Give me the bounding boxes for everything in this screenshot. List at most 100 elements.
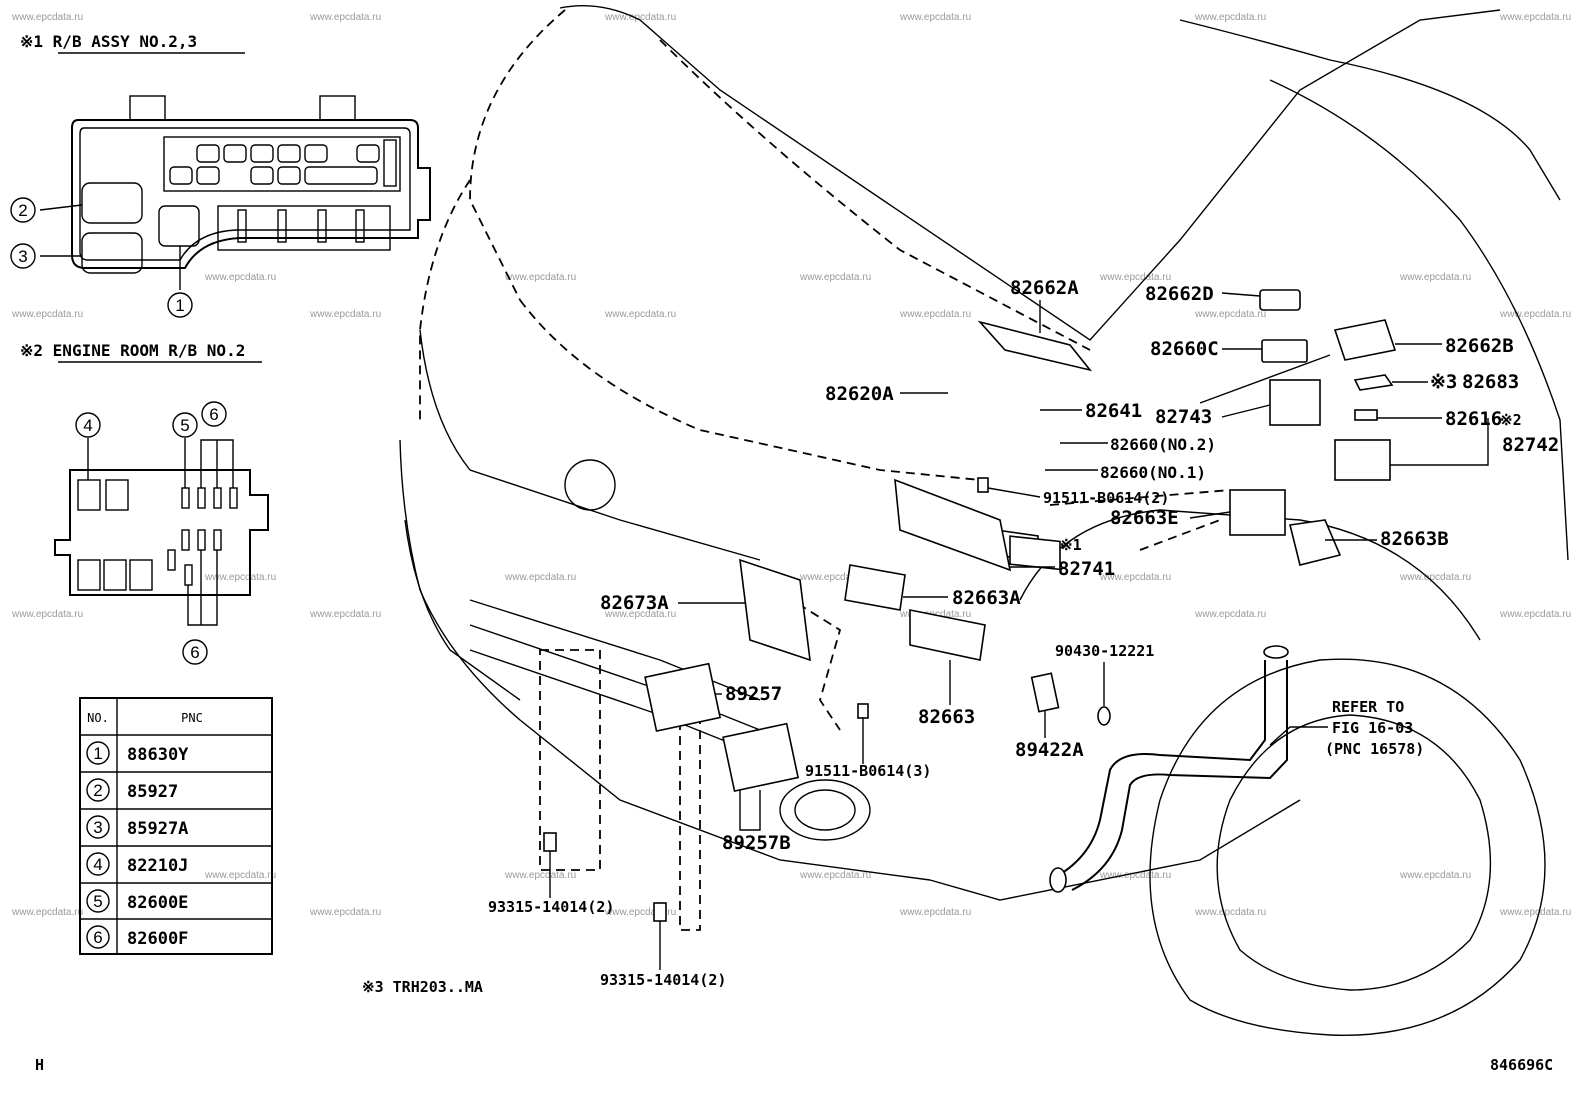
callout-circle-6-top <box>201 401 227 427</box>
grille-bar-1 <box>469 599 761 701</box>
part-82663A-housing <box>844 564 906 611</box>
callout-4: 4 <box>83 416 92 435</box>
label-82663A: 82663A <box>952 587 1021 609</box>
part-91511-bolt-b <box>857 703 869 719</box>
part-shapes <box>543 289 1397 922</box>
label-82620A: 82620A <box>825 383 894 405</box>
part-93315-bolt-a <box>543 832 557 852</box>
part-89422A-sensor <box>1030 672 1060 713</box>
watermark: www.epcdata.ru <box>604 907 676 918</box>
label-82660C: 82660C <box>1150 338 1219 360</box>
watermark: www.epcdata.ru <box>504 572 576 583</box>
table-header-pnc: PNC <box>181 711 203 725</box>
label-82662D: 82662D <box>1145 283 1214 305</box>
watermark: www.epcdata.ru <box>11 12 83 23</box>
wheel-rim <box>1216 714 1492 991</box>
callout-2: 2 <box>18 201 27 220</box>
table-row-pnc: 85927 <box>127 782 178 802</box>
label-82660-no2: 82660(NO.2) <box>1110 435 1216 454</box>
watermark: www.epcdata.ru <box>1399 572 1471 583</box>
part-82662D-cap <box>1259 289 1301 311</box>
bumper-edge <box>399 439 931 881</box>
watermark: www.epcdata.ru <box>1399 272 1471 283</box>
part-82616-fuse <box>1354 409 1378 421</box>
table-row-no: 6 <box>93 928 102 947</box>
watermark: www.epcdata.ru <box>1499 12 1571 23</box>
relay-2 <box>81 182 143 224</box>
part-89257B-module <box>722 722 800 792</box>
callout-circle-3 <box>10 243 36 269</box>
part-91511-bolt-a <box>977 477 989 493</box>
table-header-no: NO. <box>87 711 109 725</box>
callout-circle-6-bottom <box>182 639 208 665</box>
fuse-block <box>163 136 401 192</box>
part-82741-bracket <box>894 478 1012 572</box>
inset-rb-assy: ※1 R/B ASSY NO.2,3 <box>10 32 431 318</box>
watermarks: www.epcdata.ru www.epcdata.ru www.epcdat… <box>11 12 1571 918</box>
label-82663B: 82663B <box>1380 528 1449 550</box>
watermark: www.epcdata.ru <box>799 272 871 283</box>
watermark: www.epcdata.ru <box>11 609 83 620</box>
watermark: www.epcdata.ru <box>1194 12 1266 23</box>
watermark: www.epcdata.ru <box>1499 309 1571 320</box>
table-row-pnc: 88630Y <box>127 745 189 765</box>
watermark: www.epcdata.ru <box>1399 870 1471 881</box>
label-93315-a: 93315-14014(2) <box>488 898 614 916</box>
engine-rb-relay-d <box>103 559 127 591</box>
label-82741: 82741 <box>1058 558 1115 580</box>
table-border <box>79 697 273 955</box>
engine-rb-relay-e <box>129 559 153 591</box>
rb-phantom-lines <box>1049 489 1231 551</box>
watermark: www.epcdata.ru <box>799 572 871 583</box>
watermark: www.epcdata.ru <box>1099 870 1171 881</box>
callout-3: 3 <box>18 247 27 266</box>
table-row-no: 4 <box>93 855 102 874</box>
watermark: www.epcdata.ru <box>1099 272 1171 283</box>
label-82663: 82663 <box>918 706 975 728</box>
callout-6-top: 6 <box>209 405 218 424</box>
watermark: www.epcdata.ru <box>309 12 381 23</box>
table-row-pnc: 85927A <box>127 819 188 839</box>
label-82663E: 82663E <box>1110 507 1179 529</box>
label-82616: 82616 <box>1445 408 1502 430</box>
relay-box-inner <box>79 127 411 261</box>
part-82663-housing <box>909 609 986 661</box>
relay-1 <box>158 205 200 247</box>
a-pillar <box>1269 79 1569 561</box>
fender-left <box>419 179 471 420</box>
part-90430-gasket <box>1097 706 1111 726</box>
watermark: www.epcdata.ru <box>1499 609 1571 620</box>
label-82743: 82743 <box>1155 406 1212 428</box>
label-89257: 89257 <box>725 683 782 705</box>
hood-front-line <box>519 299 981 481</box>
label-82683-mark: ※3 <box>1430 371 1457 393</box>
front-upper <box>419 329 761 561</box>
bracket-phantom-left <box>539 649 601 871</box>
watermark: www.epcdata.ru <box>899 907 971 918</box>
callout-circle-2 <box>10 197 36 223</box>
hose-main <box>1049 660 1266 881</box>
watermark: www.epcdata.ru <box>1194 309 1266 320</box>
label-82741-mark: ※1 <box>1060 536 1082 554</box>
fog-lamp <box>779 779 871 841</box>
label-93315-b: 93315-14014(2) <box>600 971 726 989</box>
label-refer-pnc: (PNC 16578) <box>1325 740 1424 758</box>
fuse-row <box>217 205 391 251</box>
hose-main-outer <box>1071 660 1288 891</box>
bumper-lower <box>929 799 1301 901</box>
watermark: www.epcdata.ru <box>309 907 381 918</box>
part-82673A-bracket <box>739 558 811 662</box>
part-82662A-cover <box>977 320 1093 372</box>
part-93315-bolt-b <box>653 902 667 922</box>
part-89257-module <box>644 662 722 732</box>
watermark: www.epcdata.ru <box>604 609 676 620</box>
callout-1: 1 <box>175 296 184 315</box>
watermark: www.epcdata.ru <box>204 272 276 283</box>
watermark: www.epcdata.ru <box>204 870 276 881</box>
label-82742-mark: ※2 <box>1500 411 1522 429</box>
box-clip-right <box>319 95 356 121</box>
part-82663B-housing <box>1289 519 1342 566</box>
bracket-phantom-right <box>679 689 701 931</box>
part-82660-relay <box>1009 535 1061 571</box>
